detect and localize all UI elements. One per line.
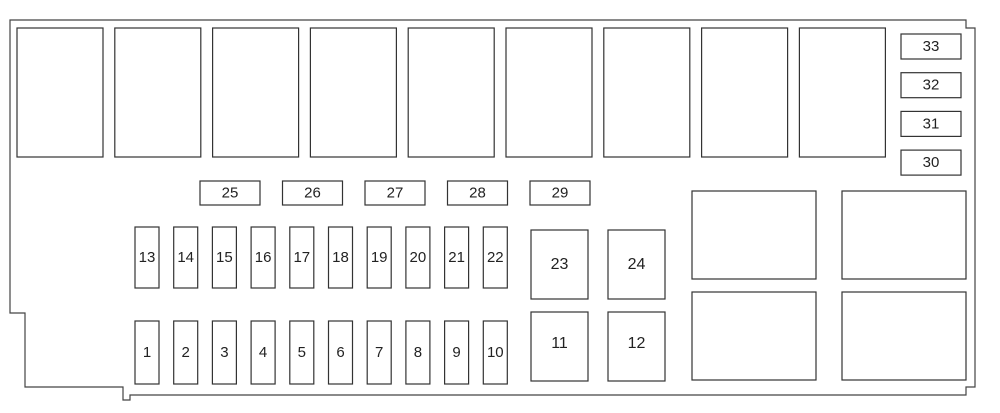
fuse-slot [529, 180, 591, 206]
fuse-slot [900, 72, 962, 99]
fuse-slot [405, 320, 431, 385]
fuse-slot [900, 110, 962, 138]
relay-slots-top [16, 27, 887, 158]
fuse-slot [250, 320, 276, 385]
fuse-number-label: 12 [628, 335, 646, 352]
fuse-number-label: 29 [552, 185, 569, 202]
fuse-slot [134, 320, 160, 385]
fuse-number-label: 7 [375, 344, 383, 361]
fuse-number-label: 9 [452, 344, 460, 361]
fuse-slot [250, 226, 276, 289]
fuse-slot [173, 226, 199, 289]
relay-slot [505, 27, 593, 158]
fuse-number-label: 1 [143, 344, 151, 361]
fuse-number-label: 23 [551, 256, 569, 273]
fuse-number-label: 10 [487, 344, 504, 361]
fuse-slot [405, 226, 431, 289]
fuse-slot [211, 226, 237, 289]
fuse-slot [482, 226, 508, 289]
fuse-slot [327, 226, 354, 289]
relay-slot [309, 27, 397, 158]
relay-slot [603, 27, 691, 158]
large-fuse-slot [607, 229, 666, 300]
fuse-number-label: 30 [923, 154, 940, 171]
relay-slot [16, 27, 104, 158]
fuse-number-label: 4 [259, 344, 267, 361]
fuse-number-label: 11 [551, 335, 568, 352]
fuse-slot [900, 33, 962, 60]
relay-slot [700, 27, 789, 158]
fuse-number-label: 8 [414, 344, 422, 361]
fuse-number-label: 15 [216, 249, 233, 266]
fuse-slot [134, 226, 160, 289]
relay-slot [841, 190, 967, 280]
fuse-number-label: 22 [487, 249, 504, 266]
relay-slot [798, 27, 887, 158]
relay-slots-right [691, 190, 967, 381]
fuse-slot [289, 226, 315, 289]
relay-slot [691, 291, 817, 381]
fuse-number-label: 31 [923, 115, 940, 132]
fuse-number-label: 3 [220, 344, 228, 361]
fuse-number-label: 28 [469, 185, 486, 202]
relay-slot [841, 291, 967, 381]
fuse-number-label: 25 [222, 185, 239, 202]
fuse-slot [444, 320, 470, 385]
fuse-slot [199, 180, 261, 206]
relay-slot [212, 27, 300, 158]
fuse-number-label: 20 [410, 249, 427, 266]
fuse-number-label: 26 [304, 185, 321, 202]
large-fuse-slot [530, 311, 589, 382]
fuse-slot [327, 320, 354, 385]
fuse-number-label: 18 [332, 249, 349, 266]
fuse-number-label: 17 [293, 249, 310, 266]
fuse-slot [211, 320, 237, 385]
fuse-slot [900, 149, 962, 176]
relay-slot [114, 27, 202, 158]
fuse-slot [281, 180, 344, 206]
fuse-slot [446, 180, 509, 206]
relay-slot [691, 190, 817, 280]
fuse-number-label: 13 [139, 249, 156, 266]
fuse-number-label: 5 [298, 344, 306, 361]
fuse-number-label: 33 [923, 38, 940, 55]
fuse-number-label: 2 [182, 344, 190, 361]
fuse-slot [289, 320, 315, 385]
fuse-slot [364, 180, 426, 206]
fuse-number-label: 6 [336, 344, 344, 361]
fuse-slot [444, 226, 470, 289]
fuse-number-label: 14 [177, 249, 194, 266]
large-fuse-slot [607, 311, 666, 382]
fuse-number-label: 21 [448, 249, 465, 266]
fuse-number-label: 16 [255, 249, 272, 266]
fuse-slot [482, 320, 508, 385]
large-fuse-slot [530, 229, 589, 300]
fuse-number-label: 32 [923, 77, 940, 94]
fuse-slot [366, 226, 392, 289]
fuse-number-label: 24 [628, 256, 646, 273]
fuse-slot [366, 320, 392, 385]
fuse-number-label: 19 [371, 249, 388, 266]
fuse-slot [173, 320, 199, 385]
relay-slot [407, 27, 495, 158]
fuse-number-label: 27 [387, 185, 404, 202]
